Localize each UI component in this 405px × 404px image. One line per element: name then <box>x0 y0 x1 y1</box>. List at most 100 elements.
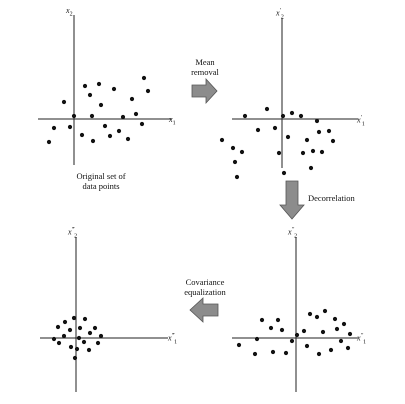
data-point <box>74 346 80 352</box>
data-point <box>61 333 67 339</box>
data-point <box>89 113 95 119</box>
data-point <box>334 326 340 332</box>
data-point <box>285 134 291 140</box>
panel-covariance-equalized <box>40 237 168 392</box>
data-point <box>341 321 347 327</box>
data-point <box>270 349 276 355</box>
p2-x-label: x′1 <box>357 115 365 128</box>
decorrelation-label: Decorrelation <box>308 193 355 203</box>
data-point <box>308 165 314 171</box>
data-point <box>96 81 102 87</box>
mean-removal-line1: Mean <box>195 57 215 67</box>
data-point <box>61 99 67 105</box>
covariance-label: Covariance equalization <box>170 277 240 298</box>
data-point <box>79 132 85 138</box>
p3-y-label: x″2 <box>288 227 298 240</box>
data-point <box>68 344 74 350</box>
data-point <box>276 150 282 156</box>
data-point <box>98 102 104 108</box>
data-point <box>77 325 83 331</box>
data-point <box>298 113 304 119</box>
data-point <box>239 149 245 155</box>
data-point <box>133 111 139 117</box>
data-point <box>328 347 334 353</box>
data-point <box>111 86 117 92</box>
data-point <box>275 317 281 323</box>
data-point <box>67 327 73 333</box>
data-point <box>283 350 289 356</box>
data-point <box>338 338 344 344</box>
data-point <box>71 113 77 119</box>
mean-removal-line2: removal <box>191 66 219 77</box>
arrow-left-icon <box>189 297 219 323</box>
original-caption-line2: data points <box>82 180 120 191</box>
data-point <box>95 340 101 346</box>
data-point <box>234 174 240 180</box>
panel-mean-removed <box>219 18 358 180</box>
data-point <box>314 314 320 320</box>
data-point <box>98 333 104 339</box>
data-point <box>252 351 258 357</box>
panel-original <box>38 15 172 165</box>
data-point <box>322 308 328 314</box>
data-point <box>219 137 225 143</box>
covariance-line2: equalization <box>184 286 226 297</box>
data-point <box>304 137 310 143</box>
data-point <box>255 127 261 133</box>
data-point <box>264 106 270 112</box>
data-point <box>307 311 313 317</box>
point-group <box>219 106 336 180</box>
data-point <box>330 138 336 144</box>
p2-y-label: x′2 <box>276 8 284 21</box>
data-point <box>232 159 238 165</box>
original-caption-line1: Original set of <box>76 171 126 181</box>
data-point <box>67 124 73 130</box>
data-point <box>300 150 306 156</box>
data-point <box>345 345 351 351</box>
data-point <box>72 355 78 361</box>
data-point <box>289 338 295 344</box>
data-point <box>87 330 93 336</box>
data-point <box>62 319 68 325</box>
data-point <box>294 332 300 338</box>
arrow-right-icon <box>191 77 218 105</box>
data-point <box>92 325 98 331</box>
data-point <box>230 145 236 151</box>
data-point <box>314 118 320 124</box>
data-point <box>141 75 147 81</box>
data-point <box>145 88 151 94</box>
data-point <box>268 325 274 331</box>
arrow-down-icon <box>279 180 305 220</box>
data-point <box>319 149 325 155</box>
data-point <box>82 83 88 89</box>
data-point <box>71 315 77 321</box>
data-point <box>81 339 87 345</box>
data-point <box>102 123 108 129</box>
data-point <box>51 336 57 342</box>
data-point <box>86 347 92 353</box>
data-point <box>107 133 113 139</box>
data-point <box>280 113 286 119</box>
data-point <box>254 336 260 342</box>
p1-x-label: x1 <box>169 115 176 127</box>
p1-y-label: x2 <box>66 6 73 18</box>
data-point <box>90 138 96 144</box>
p4-x-label: x‴1 <box>168 333 178 346</box>
data-point <box>82 316 88 322</box>
data-point <box>125 136 131 142</box>
data-point <box>139 121 145 127</box>
data-point <box>289 110 295 116</box>
p3-x-label: x″1 <box>357 333 367 346</box>
data-point <box>279 327 285 333</box>
data-point <box>310 148 316 154</box>
data-point <box>51 125 57 131</box>
data-point <box>242 113 248 119</box>
data-point <box>129 96 135 102</box>
data-point <box>259 317 265 323</box>
data-point <box>347 331 353 337</box>
data-point <box>332 316 338 322</box>
point-group <box>236 308 353 357</box>
point-group <box>51 315 104 361</box>
data-point <box>326 128 332 134</box>
p4-y-label: x‴2 <box>68 227 78 240</box>
